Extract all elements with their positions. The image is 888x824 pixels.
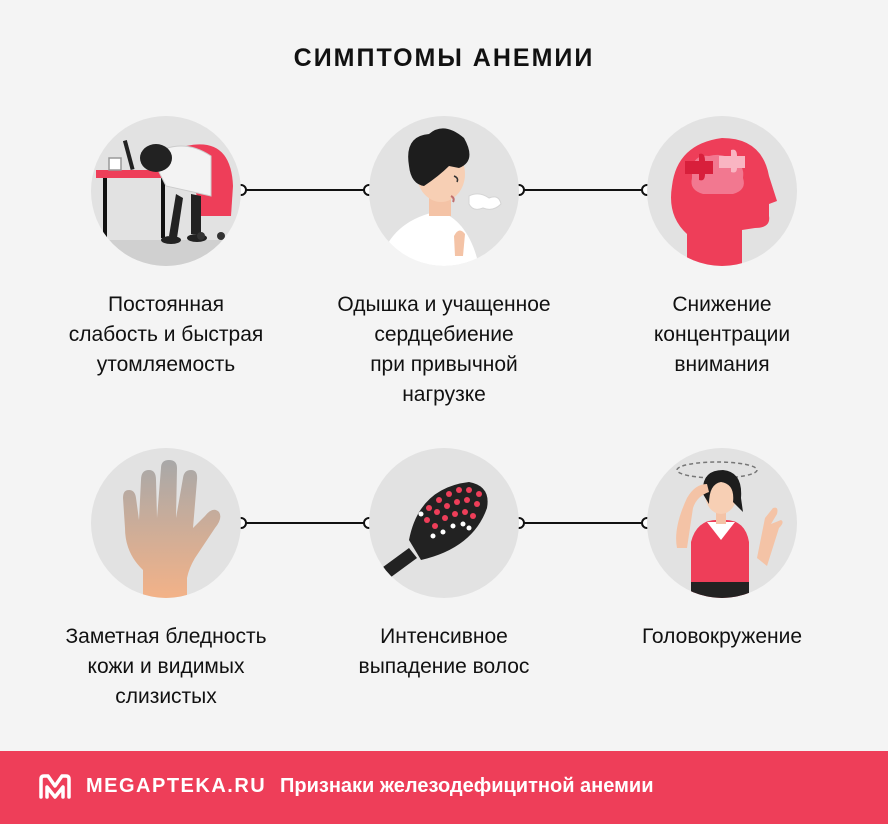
symptom-label-concentration: Снижение концентрации внимания [653,293,791,376]
shortness-of-breath-icon [369,116,519,266]
footer-tagline: Признаки железодефицитной анемии [280,775,654,797]
dizzy-woman-icon [647,448,797,598]
brand-name[interactable]: MEGAPTEKA.RU [86,775,267,797]
symptom-label-weakness: Постоянная слабость и быстрая утомляемос… [68,293,264,376]
pale-hand-icon [91,448,241,598]
megapteka-logo-icon [39,774,71,799]
tired-person-at-desk-icon [91,116,241,266]
symptom-label-hair-loss: Интенсивное выпадение волос [358,625,530,678]
hairbrush-icon [369,448,519,598]
symptom-label-dizziness: Головокружение [641,625,803,648]
page-title: СИМПТОМЫ АНЕМИИ [293,44,595,72]
symptom-label-pallor: Заметная бледность кожи и видимых слизис… [65,625,267,708]
head-puzzle-icon [647,116,797,266]
footer-banner: MEGAPTEKA.RU Признаки железодефицитной а… [0,751,888,824]
symptom-row-2 [0,448,888,608]
symptom-row-1 [0,116,888,276]
symptom-label-shortness-of-breath: Одышка и учащенное сердцебиение при прив… [337,293,551,406]
